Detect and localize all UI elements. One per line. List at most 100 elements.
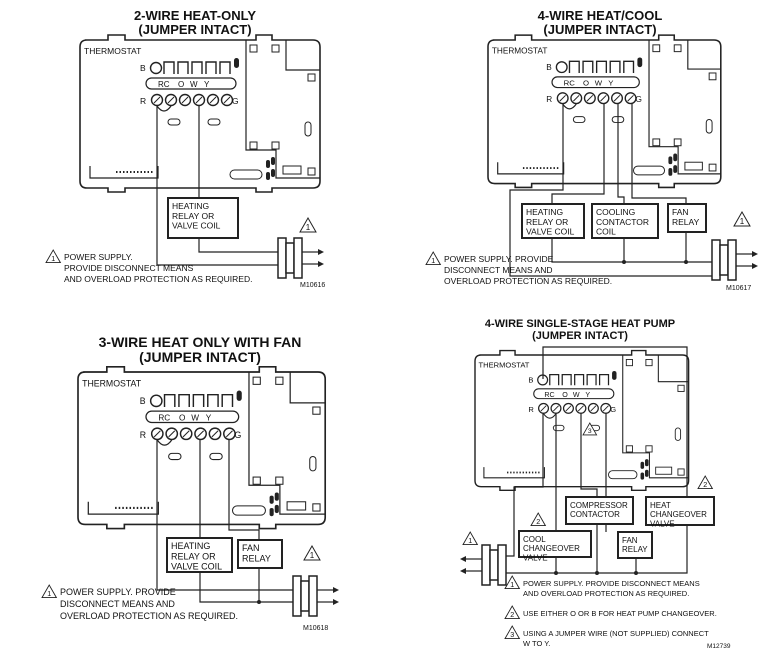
terminal-o-label: O — [178, 80, 184, 89]
slot — [705, 119, 713, 134]
junction-dot — [622, 260, 626, 264]
note-number: 1 — [510, 580, 514, 589]
transformer-core — [719, 244, 729, 276]
terminal-b-label: B — [140, 63, 146, 73]
note-triangle-icon: 1 — [504, 575, 521, 590]
note-text: DISCONNECT MEANS AND — [444, 265, 552, 275]
transformer-coil — [711, 239, 721, 281]
screw-slot — [153, 430, 161, 438]
screw-slot — [197, 430, 205, 438]
wire — [551, 238, 712, 263]
note-text: OVERLOAD PROTECTION AS REQUIRED. — [444, 276, 612, 286]
terminal-g-label: G — [610, 405, 616, 414]
arrow-icon — [752, 251, 758, 257]
terminal-label-strip — [145, 77, 237, 90]
terminal-g-label: G — [232, 96, 239, 106]
slot — [572, 116, 586, 123]
terminal-rc-label: RC — [158, 80, 170, 89]
device-label: VALVE COIL — [171, 562, 222, 572]
terminal-block — [561, 373, 572, 386]
terminal-y-label: Y — [585, 391, 590, 399]
transformer-coil — [727, 239, 737, 281]
note-number: 1 — [431, 256, 435, 265]
figure-code: M10616 — [300, 282, 325, 289]
device-label: RELAY OR — [526, 217, 568, 227]
transformer-coil — [497, 544, 507, 586]
diagram-title: 2-WIRE HEAT-ONLY — [134, 8, 256, 23]
note-triangle-icon: 1 — [462, 531, 479, 546]
diagram-title: (JUMPER INTACT) — [139, 349, 261, 365]
component — [668, 168, 673, 176]
device-label: RELAY — [622, 545, 648, 554]
mount-screw-icon — [677, 384, 685, 392]
mount-screw-icon — [271, 141, 280, 150]
terminal-b-label: B — [140, 396, 146, 406]
diagram-title: (JUMPER INTACT) — [138, 22, 251, 37]
device-label: RELAY OR — [171, 551, 216, 561]
board-outline — [245, 40, 320, 179]
terminal-block — [178, 393, 190, 408]
terminal-o-label: O — [562, 391, 568, 399]
terminal-block — [163, 393, 176, 408]
note-number: 1 — [310, 551, 315, 560]
arrow-icon — [752, 263, 758, 269]
wire — [228, 440, 260, 540]
connector — [282, 165, 302, 175]
note-text: POWER SUPPLY. — [64, 252, 133, 262]
terminal-label-strip — [145, 410, 240, 424]
diagram-title: (JUMPER INTACT) — [532, 330, 628, 342]
mount-screw-icon — [275, 376, 284, 385]
note-number: 3 — [588, 428, 592, 435]
thermostat-body — [79, 34, 321, 193]
component — [269, 495, 274, 504]
mount-screw-icon — [625, 445, 633, 453]
transformer-coil — [308, 575, 318, 617]
junction-dot — [634, 571, 638, 575]
screw-slot — [627, 94, 634, 102]
note-text: AND OVERLOAD PROTECTION AS REQUIRED. — [64, 274, 252, 284]
terminal-rc-label: RC — [158, 413, 170, 422]
device-label: RELAY — [242, 553, 271, 563]
note-triangle-icon: 1 — [425, 251, 442, 266]
component — [269, 507, 274, 517]
slot — [309, 455, 317, 472]
terminal-block — [574, 373, 585, 386]
device-label: CONTACTOR — [596, 217, 649, 227]
mount-screw-icon — [708, 72, 717, 81]
jumper-icon — [156, 439, 173, 446]
device-label: VALVE — [523, 553, 548, 562]
figure-code: M12739 — [707, 643, 731, 650]
slot — [674, 427, 682, 441]
transformer — [460, 544, 507, 586]
note-number: 2 — [536, 517, 540, 526]
slot — [608, 470, 638, 480]
board-outline — [687, 40, 721, 70]
note-number: 1 — [51, 254, 55, 263]
wire — [551, 104, 605, 204]
terminal-block — [191, 61, 203, 74]
thermostat-label: THERMOSTAT — [84, 46, 141, 56]
note-number: 1 — [47, 589, 51, 598]
screw-slot — [211, 430, 219, 438]
component — [644, 459, 649, 467]
wire — [617, 104, 625, 204]
terminal-block — [609, 60, 621, 73]
terminal-block — [219, 61, 231, 74]
device-label: CHANGEOVER — [650, 510, 707, 519]
device-outline — [521, 203, 585, 239]
triangle-shape — [299, 216, 317, 233]
note-text: AND OVERLOAD PROTECTION AS REQUIRED. — [523, 589, 689, 598]
board-outline — [657, 355, 689, 383]
terminal-w-label: W — [573, 391, 580, 399]
transformer — [292, 575, 339, 617]
screw-slot — [181, 96, 189, 104]
terminal-block — [192, 393, 205, 408]
terminal-block — [163, 61, 175, 74]
bracket — [89, 166, 159, 179]
wire — [505, 413, 544, 557]
note-text: W TO Y. — [523, 639, 550, 648]
